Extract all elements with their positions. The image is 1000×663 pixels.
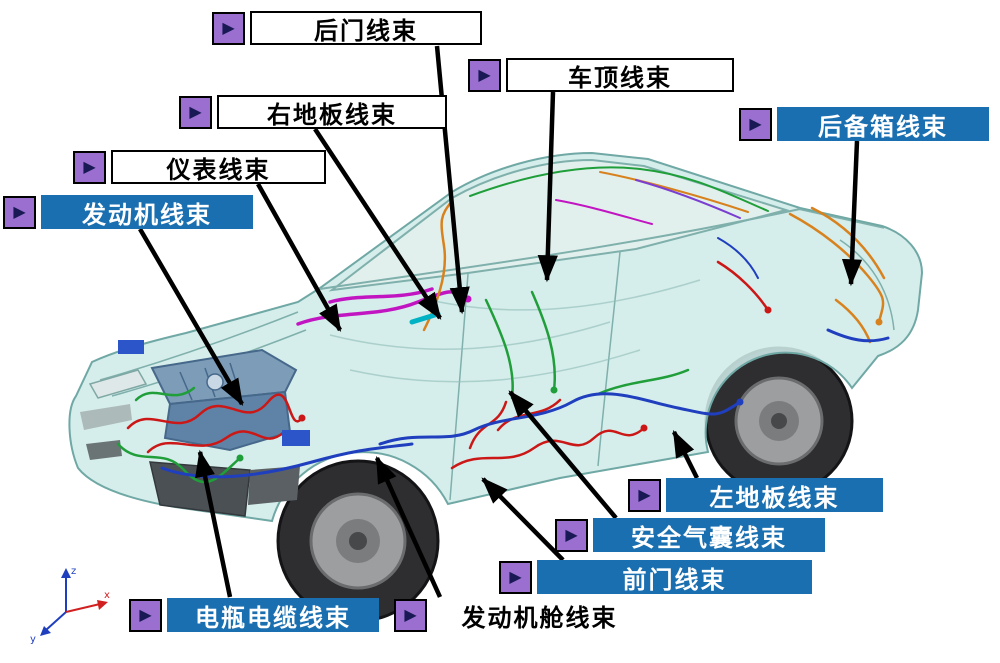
callout-airbag-harness: ▶ 安全气囊线束 [555, 518, 825, 552]
triangle-right-icon: ▶ [73, 150, 106, 184]
callout-right-floor-harness: ▶ 右地板线束 [179, 95, 447, 129]
triangle-right-icon: ▶ [739, 107, 772, 141]
callout-label: 前门线束 [537, 560, 812, 594]
arrow-engine [138, 227, 244, 406]
callout-label: 电瓶电缆线束 [167, 598, 379, 632]
callout-roof-harness: ▶ 车顶线束 [468, 58, 734, 92]
triangle-right-icon: ▶ [179, 95, 212, 129]
triangle-right-icon: ▶ [129, 598, 162, 632]
arrow-right-floor [313, 127, 442, 320]
triangle-right-icon: ▶ [499, 560, 532, 594]
callout-engine-bay-harness: ▶ 发动机舱线束 [394, 598, 647, 632]
callout-label: 发动机线束 [41, 195, 253, 229]
arrow-battery [195, 449, 233, 598]
callout-front-door-harness: ▶ 前门线束 [499, 560, 812, 594]
arrow-instrument [256, 182, 342, 332]
arrow-airbag [508, 390, 618, 520]
callout-label: 安全气囊线束 [593, 518, 825, 552]
axis-y-label: y [30, 634, 36, 645]
callout-label: 后备箱线束 [777, 107, 989, 141]
callout-label: 右地板线束 [217, 95, 447, 129]
callout-rear-door-harness: ▶ 后门线束 [212, 11, 482, 45]
headlight [88, 369, 148, 399]
engine-block [150, 348, 298, 452]
triangle-right-icon: ▶ [3, 195, 36, 229]
axis-z-label: z [71, 566, 76, 577]
callout-battery-cable-harness: ▶ 电瓶电缆线束 [129, 598, 379, 632]
triangle-right-icon: ▶ [628, 478, 661, 512]
arrow-left-floor [671, 429, 700, 480]
arrow-roof [537, 91, 558, 283]
engine-badge [206, 373, 224, 391]
callout-arrows [138, 45, 863, 598]
arrow-trunk [841, 140, 863, 287]
callout-label: 仪表线束 [111, 150, 326, 184]
wiring-harnesses [116, 166, 890, 484]
arrow-rear-door [434, 45, 470, 315]
callout-instrument-harness: ▶ 仪表线束 [73, 150, 326, 184]
callout-label: 车顶线束 [506, 58, 734, 92]
arrow-engine-bay [374, 455, 443, 598]
axis-x-label: x [104, 590, 110, 601]
callout-trunk-harness: ▶ 后备箱线束 [739, 107, 989, 141]
grille [80, 404, 132, 430]
callout-engine-harness: ▶ 发动机线束 [3, 195, 253, 229]
arrow-front-door [481, 477, 565, 562]
triangle-right-icon: ▶ [212, 11, 245, 45]
triangle-right-icon: ▶ [555, 518, 588, 552]
callout-label: 左地板线束 [666, 478, 883, 512]
triangle-right-icon: ▶ [394, 598, 427, 632]
callout-left-floor-harness: ▶ 左地板线束 [628, 478, 883, 512]
callout-label: 后门线束 [250, 11, 482, 45]
triangle-right-icon: ▶ [468, 58, 501, 92]
axis-triad: z x y [30, 566, 110, 645]
callout-label: 发动机舱线束 [461, 603, 618, 632]
